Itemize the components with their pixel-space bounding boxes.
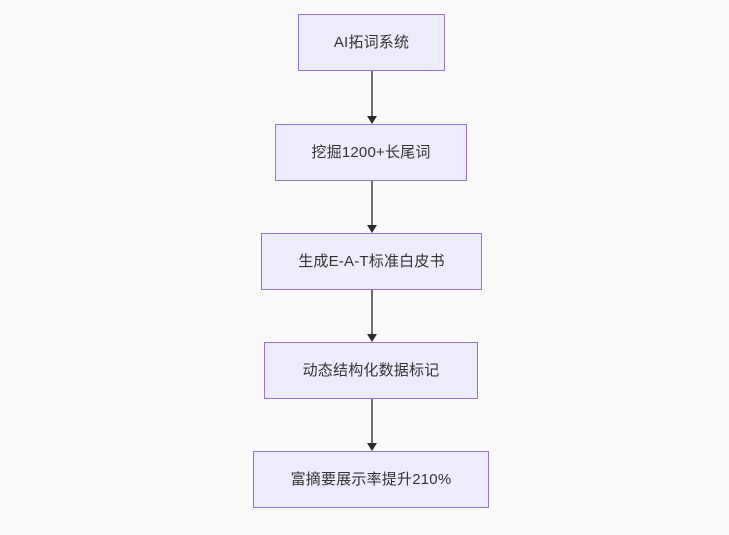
flow-node-longtail-mining[interactable]: 挖掘1200+长尾词: [275, 124, 467, 181]
arrowhead-icon: [367, 443, 377, 451]
flow-node-label: AI拓词系统: [333, 33, 410, 51]
flow-node-structured-data-markup[interactable]: 动态结构化数据标记: [264, 342, 478, 399]
edge-line: [371, 290, 373, 334]
flow-node-label: 富摘要展示率提升210%: [290, 470, 452, 488]
flow-node-label: 挖掘1200+长尾词: [311, 143, 431, 161]
flow-node-ai-keyword-system[interactable]: AI拓词系统: [298, 14, 445, 71]
edge-line: [371, 399, 373, 443]
arrowhead-icon: [367, 334, 377, 342]
flow-node-label: 动态结构化数据标记: [302, 361, 440, 379]
edge-line: [371, 71, 373, 116]
flow-node-label: 生成E-A-T标准白皮书: [298, 252, 445, 270]
arrowhead-icon: [367, 225, 377, 233]
arrowhead-icon: [367, 116, 377, 124]
edge-line: [371, 181, 373, 225]
flow-node-rich-snippet-result[interactable]: 富摘要展示率提升210%: [253, 451, 489, 508]
flow-node-eat-whitepaper[interactable]: 生成E-A-T标准白皮书: [261, 233, 482, 290]
